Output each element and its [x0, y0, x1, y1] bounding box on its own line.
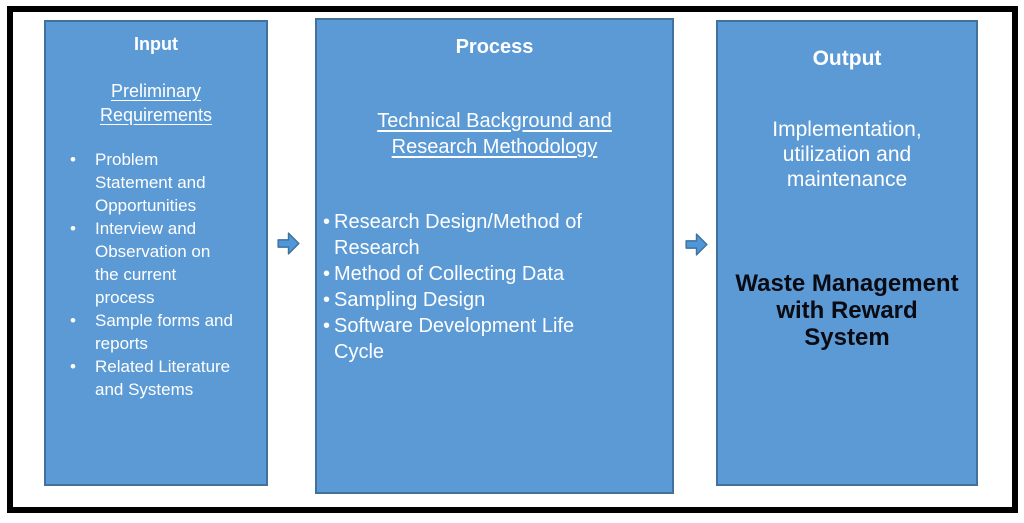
- bullet-item: Interview and Observation on the current…: [70, 217, 266, 309]
- output-title: Output: [812, 47, 882, 70]
- output-system-label: Waste Management with Reward System: [735, 270, 959, 351]
- output-subtitle: Implementation, utilization and maintena…: [772, 118, 922, 191]
- outer-frame: [7, 6, 1018, 513]
- process-title: Process: [455, 36, 534, 58]
- output-box: Output Implementation, utilization and m…: [716, 20, 978, 486]
- bullet-item: Method of Collecting Data: [323, 261, 668, 287]
- bullet-item: Problem Statement and Opportunities: [70, 148, 266, 217]
- bullet-item: Sampling Design: [323, 287, 668, 313]
- flow-arrow-right-icon: [277, 232, 300, 255]
- flow-arrow-right-icon: [685, 233, 708, 256]
- bullet-item: Related Literature and Systems: [70, 355, 266, 401]
- process-box: Process Technical Background and Researc…: [315, 18, 674, 494]
- input-bullet-list: Problem Statement and Opportunities Inte…: [70, 148, 266, 401]
- input-title: Input: [134, 34, 178, 54]
- input-box: Input Preliminary Requirements Problem S…: [44, 20, 268, 486]
- bullet-item: Software Development Life Cycle: [323, 313, 668, 365]
- process-header: Technical Background and Research Method…: [377, 110, 612, 158]
- process-bullet-list: Research Design/Method of Research Metho…: [323, 209, 668, 365]
- input-header: Preliminary Requirements: [99, 81, 213, 125]
- bullet-item: Research Design/Method of Research: [323, 209, 668, 261]
- bullet-item: Sample forms and reports: [70, 309, 266, 355]
